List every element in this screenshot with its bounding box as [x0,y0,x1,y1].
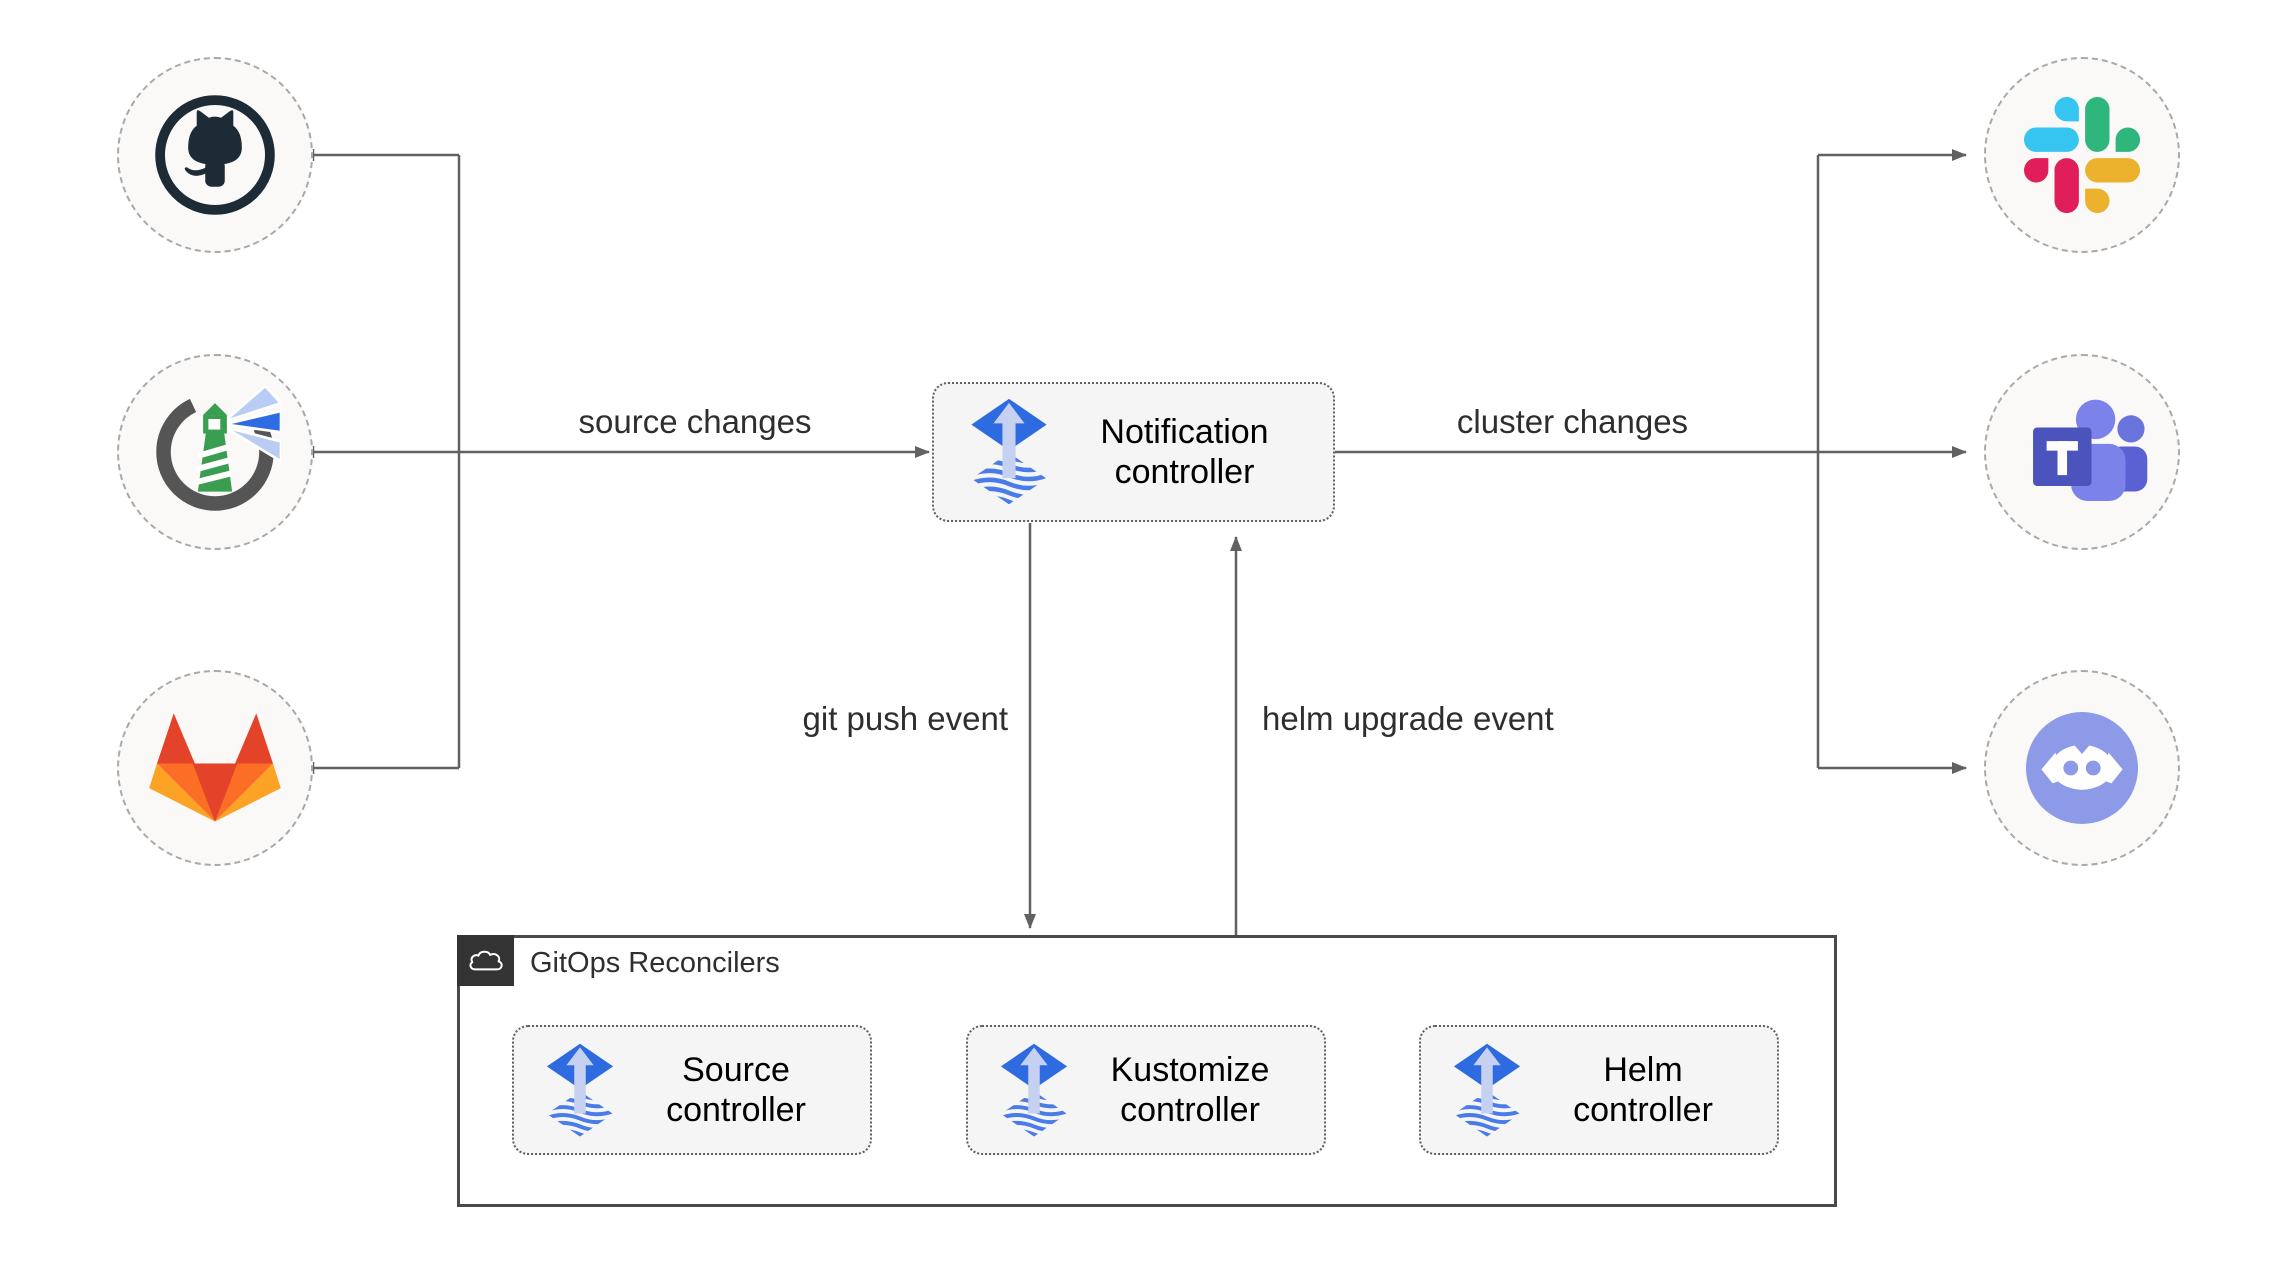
slack-icon [2024,97,2140,213]
node-label: Helm controller [1573,1050,1713,1129]
group-title: GitOps Reconcilers [530,947,780,979]
source-node-gitlab [117,670,313,866]
source-node-harbor [117,354,313,550]
flux-icon [968,398,1050,506]
target-node-discord [1984,670,2180,866]
cloud-icon [467,947,505,975]
teams-icon [2014,384,2150,520]
node-helm-controller: Helm controller [1419,1025,1779,1155]
flux-icon [544,1043,616,1138]
node-label: Notification controller [1100,412,1269,491]
flux-icon [998,1043,1070,1138]
gitlab-icon [148,710,282,826]
group-badge [457,935,514,986]
target-node-teams [1984,354,2180,550]
edge-label-git-push-event: git push event [802,700,1008,737]
edge-label-cluster-changes: cluster changes [1456,403,1689,440]
github-icon [154,94,276,216]
node-kustomize-controller: Kustomize controller [966,1025,1326,1155]
discord-icon [2012,698,2152,838]
node-source-controller: Source controller [512,1025,872,1155]
target-node-slack [1984,57,2180,253]
node-notification-controller: Notification controller [932,382,1335,522]
flux-icon [1451,1043,1523,1138]
node-label: Kustomize controller [1110,1050,1270,1129]
edge-label-source-changes: source changes [578,403,812,440]
harbor-icon [149,386,281,518]
source-node-github [117,57,313,253]
node-label: Source controller [666,1050,806,1129]
edge-label-helm-upgrade-event: helm upgrade event [1262,700,1554,737]
